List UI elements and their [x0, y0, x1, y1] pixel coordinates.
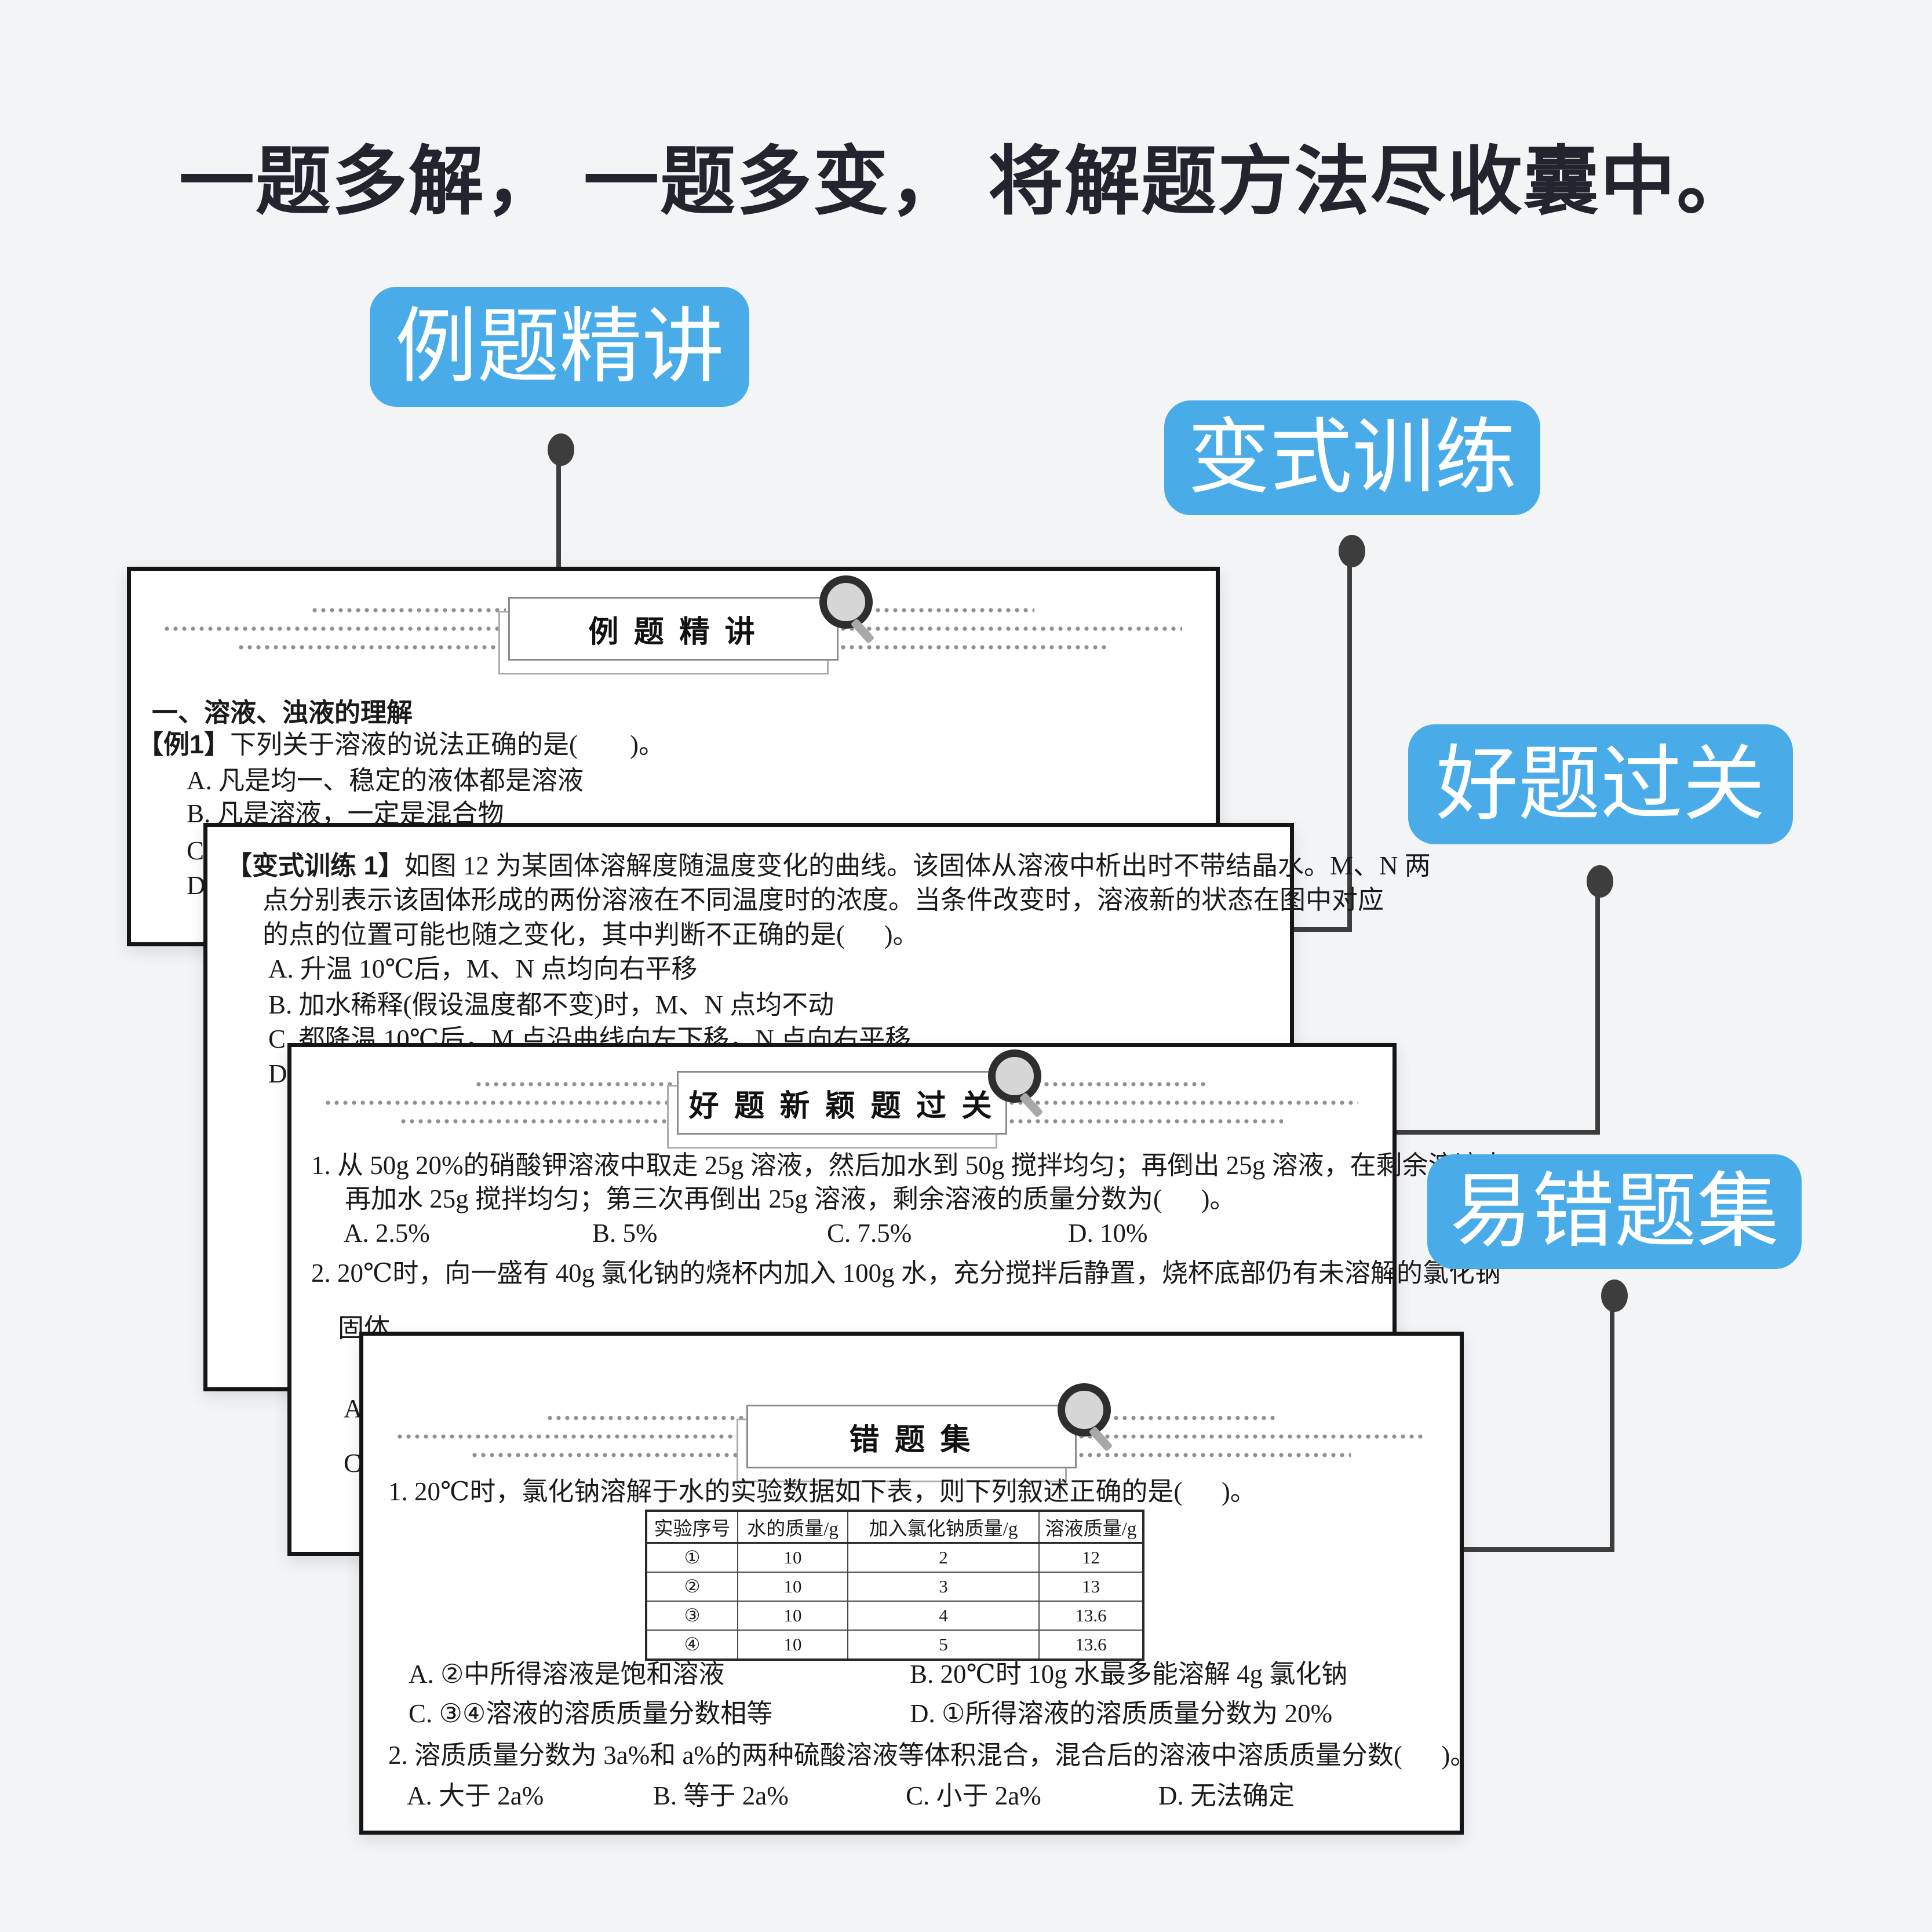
connector-line-4 [1610, 1307, 1614, 1552]
question-line: 再加水 25g 搅拌均匀；第三次再倒出 25g 溶液，剩余溶液的质量分数为( )… [345, 1184, 1236, 1213]
cell: 4 [847, 1601, 1040, 1631]
card3-header-title: 好 题 新 颖 题 过 关 [677, 1049, 1044, 1135]
col-header: 水的质量/g [737, 1510, 848, 1544]
question-line: 2. 溶质质量分数为 3a%和 a%的两种硫酸溶液等体积混合，混合后的溶液中溶质… [388, 1741, 1477, 1770]
header-title-text: 错 题 集 [849, 1423, 974, 1457]
section-heading: 一、溶液、浊液的理解 [152, 698, 413, 727]
connector-line-1 [556, 461, 561, 568]
option-c: C. 7.5% [827, 1219, 912, 1248]
option-a: A. ②中所得溶液是饱和溶液 [409, 1660, 725, 1689]
cell: 10 [737, 1630, 848, 1660]
connector-line-2 [1347, 562, 1352, 932]
label-error-collection: 易错题集 [1427, 1154, 1802, 1269]
table-header-row: 实验序号 水的质量/g 加入氯化钠质量/g 溶液质量/g [646, 1510, 1144, 1544]
option-a: A. 大于 2a% [407, 1781, 544, 1810]
cell: ① [646, 1542, 738, 1573]
question-line: 2. 20℃时，向一盛有 40g 氯化钠的烧杯内加入 100g 水，充分搅拌后静… [311, 1259, 1501, 1288]
dotted-rule [841, 608, 1193, 650]
dotted-rule [154, 608, 506, 650]
label-good-questions: 好题过关 [1408, 724, 1793, 844]
option-a: A. 升温 10℃后，M、N 点均向右平移 [268, 954, 698, 983]
connector-elbow-4 [1463, 1547, 1614, 1552]
question-line: 1. 20℃时，氯化钠溶解于水的实验数据如下表，则下列叙述正确的是( )。 [388, 1477, 1256, 1506]
table-row: ④ 10 5 13.6 [646, 1630, 1144, 1660]
option-d: D. 10% [1068, 1219, 1148, 1248]
dotted-rule [1009, 1082, 1369, 1124]
magnifier-icon [819, 575, 875, 644]
option-b: B. 等于 2a% [653, 1781, 789, 1810]
cell: 10 [737, 1572, 848, 1602]
option-a: A. 2.5% [344, 1219, 430, 1248]
question-text: 如图 12 为某固体溶解度随温度变化的曲线。该固体从溶液中析出时不带结晶水。M、… [404, 851, 1431, 880]
cell: ③ [646, 1601, 738, 1631]
question-text: 下列关于溶液的说法正确的是( )。 [230, 730, 665, 759]
connector-line-3 [1595, 892, 1600, 1135]
connector-elbow-2 [1294, 927, 1352, 932]
cell: 12 [1038, 1542, 1144, 1573]
cell: 10 [737, 1601, 848, 1631]
table-row: ① 10 2 12 [646, 1542, 1144, 1573]
question-line: 的点的位置可能也随之变化，其中判断不正确的是( )。 [263, 920, 919, 949]
card1-header: 例 题 精 讲 [154, 575, 1193, 675]
connector-dot-2 [1339, 535, 1365, 567]
card4-header: 错 题 集 [387, 1383, 1437, 1482]
option-d: D. ①所得溶液的溶质质量分数为 20% [910, 1699, 1333, 1728]
question-line: 1. 从 50g 20%的硝酸钾溶液中取走 25g 溶液，然后加水到 50g 搅… [311, 1151, 1507, 1180]
card-error-collection: 错 题 集 1. 20℃时，氯化钠溶解于水的实验数据如下表，则下列叙述正确的是(… [359, 1332, 1476, 1835]
cell: 13 [1038, 1572, 1144, 1602]
label-variation-training: 变式训练 [1164, 400, 1540, 515]
dotted-rule [315, 1082, 675, 1124]
cell: 13.6 [1038, 1601, 1144, 1631]
cell: ④ [646, 1630, 738, 1660]
cell: 10 [737, 1542, 848, 1573]
dotted-rule [387, 1416, 744, 1457]
card1-header-title: 例 题 精 讲 [508, 575, 875, 661]
option-a: A. 凡是均一、稳定的液体都是溶液 [187, 766, 584, 795]
cell: 3 [847, 1572, 1040, 1602]
connector-dot-1 [548, 433, 574, 466]
question-line: 点分别表示该固体形成的两份溶液在不同温度时的浓度。当条件改变时，溶液新的状态在图… [263, 885, 1384, 914]
connector-dot-4 [1601, 1280, 1628, 1312]
card3-header: 好 题 新 颖 题 过 关 [315, 1049, 1369, 1149]
col-header: 实验序号 [646, 1510, 738, 1544]
option-b: B. 5% [592, 1219, 658, 1248]
magnifier-icon [1058, 1383, 1113, 1452]
option-d: D. 无法确定 [1158, 1781, 1295, 1810]
cell: 13.6 [1038, 1630, 1144, 1660]
cell: 5 [847, 1630, 1040, 1660]
question-tag: 【例1】 [137, 730, 231, 759]
cell: ② [646, 1572, 738, 1602]
card-good-questions: 好 题 新 颖 题 过 关 1. 从 50g 20%的硝酸钾溶液中取走 25g … [287, 1043, 1507, 1556]
option-c: C. ③④溶液的溶质质量分数相等 [409, 1699, 773, 1728]
cell: 2 [847, 1542, 1040, 1573]
magnifier-icon [988, 1049, 1044, 1118]
header-title-text: 好 题 新 颖 题 过 关 [688, 1089, 996, 1123]
col-header: 溶液质量/g [1038, 1510, 1144, 1544]
option-b: B. 加水稀释(假设温度都不变)时，M、N 点均不动 [268, 990, 834, 1019]
card4-header-title: 错 题 集 [746, 1383, 1113, 1468]
header-title-text: 例 题 精 讲 [588, 615, 759, 649]
option-b: B. 20℃时 10g 水最多能溶解 4g 氯化钠 [910, 1660, 1348, 1689]
page-title: 一题多解， 一题多变， 将解题方法尽收囊中。 [178, 139, 1754, 224]
question-tag: 【变式训练 1】 [226, 851, 404, 880]
question-line: 【例1】下列关于溶液的说法正确的是( )。 [137, 731, 665, 759]
experiment-data-table: 实验序号 水的质量/g 加入氯化钠质量/g 溶液质量/g ① 10 2 12 ②… [645, 1510, 1144, 1661]
option-c: C. 小于 2a% [906, 1781, 1041, 1810]
question-line: 【变式训练 1】如图 12 为某固体溶解度随温度变化的曲线。该固体从溶液中析出时… [226, 852, 1431, 880]
table-row: ③ 10 4 13.6 [646, 1601, 1144, 1631]
connector-dot-3 [1587, 865, 1613, 898]
table-row: ② 10 3 13 [646, 1572, 1144, 1602]
col-header: 加入氯化钠质量/g [847, 1510, 1040, 1544]
label-example-explain: 例题精讲 [370, 287, 749, 407]
dotted-rule [1079, 1416, 1437, 1457]
connector-elbow-3 [1395, 1130, 1600, 1135]
